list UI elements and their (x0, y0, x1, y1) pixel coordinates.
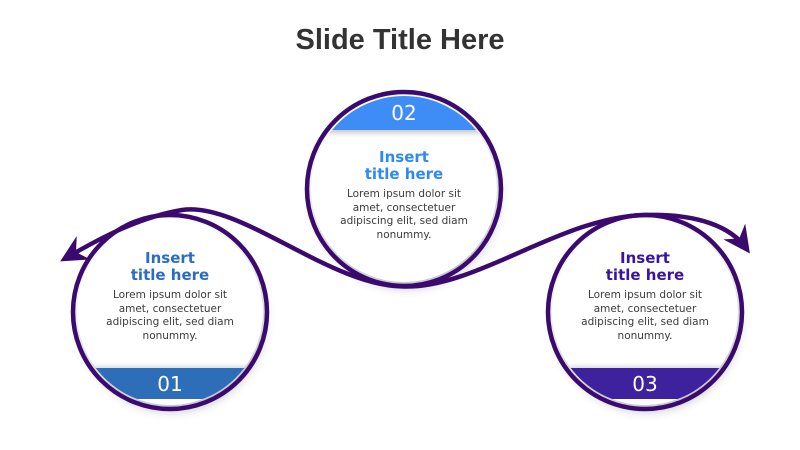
step-01-title: Insert title here (130, 249, 210, 284)
step-03-number-band: 03 (552, 368, 738, 399)
step-node-02: 02 Insert title here Lorem ipsum dolor s… (311, 96, 497, 282)
slide-title: Slide Title Here (295, 24, 505, 56)
step-node-01: Insert title here Lorem ipsum dolor sit … (77, 219, 263, 405)
step-01-number: 01 (157, 371, 183, 396)
step-02-content: Insert title here Lorem ipsum dolor sit … (311, 96, 497, 282)
step-node-03: Insert title here Lorem ipsum dolor sit … (552, 219, 738, 405)
step-03-body: Lorem ipsum dolor sit amet, consectetuer… (581, 289, 709, 342)
step-03-number: 03 (632, 371, 658, 396)
step-02-title: Insert title here (364, 148, 444, 183)
step-01-number-band: 01 (77, 368, 263, 399)
step-01-body: Lorem ipsum dolor sit amet, consectetuer… (106, 289, 234, 342)
step-02-body: Lorem ipsum dolor sit amet, consectetuer… (340, 188, 468, 241)
step-03-title: Insert title here (605, 249, 685, 284)
